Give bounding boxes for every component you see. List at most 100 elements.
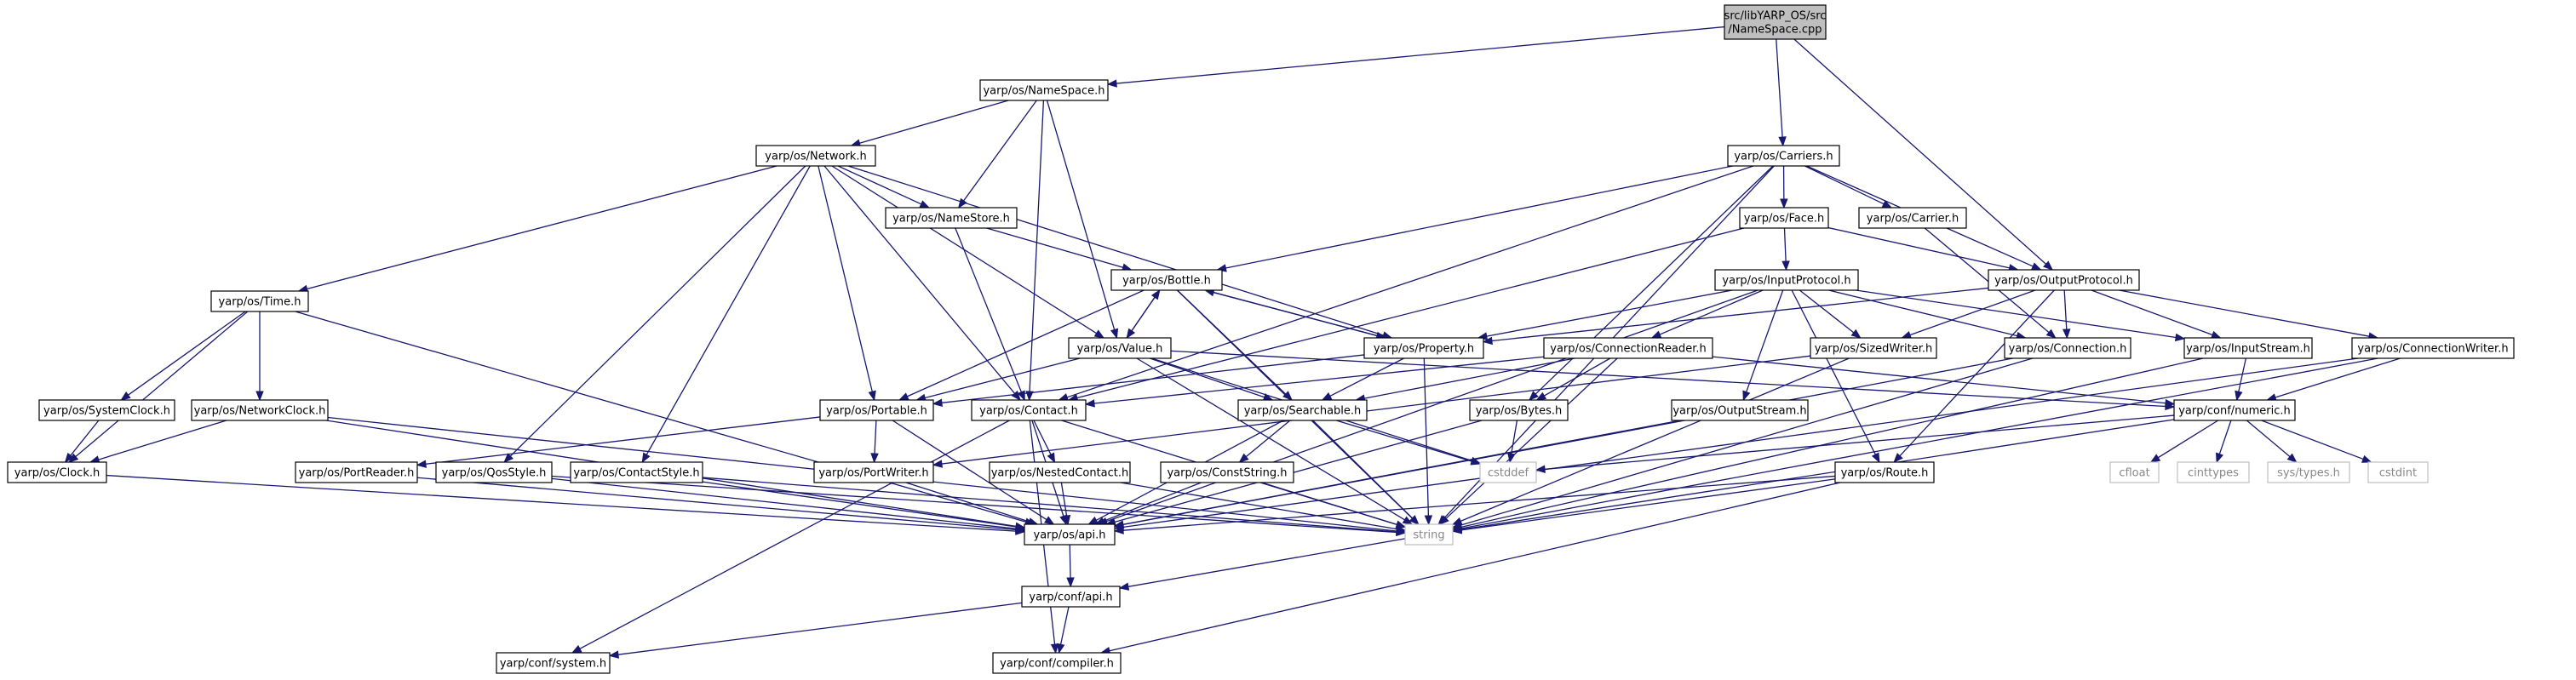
- edge-arrowhead: [1778, 136, 1787, 147]
- node-label: yarp/os/Face.h: [1744, 213, 1825, 226]
- node-NameSpace_h[interactable]: yarp/os/NameSpace.h: [979, 79, 1109, 101]
- edge-arrowhead: [870, 453, 879, 464]
- edge-Value_h-to-Bottle_h: [1126, 289, 1161, 339]
- edge-Value_h-to-string: [1136, 357, 1414, 525]
- edge-line: [1924, 227, 2050, 334]
- edge-line: [1827, 226, 2010, 269]
- edge-arrowhead: [1781, 260, 1790, 271]
- node-Bottle_h[interactable]: yarp/os/Bottle.h: [1110, 269, 1223, 291]
- edge-arrowhead: [1106, 79, 1117, 88]
- edge-line: [1127, 538, 1406, 587]
- edge-line: [1122, 475, 1836, 531]
- node-ConnectionReader_h[interactable]: yarp/os/ConnectionReader.h: [1543, 337, 1713, 359]
- node-label: yarp/os/Network.h: [765, 151, 866, 163]
- node-label: yarp/os/Time.h: [219, 296, 301, 309]
- node-Carriers_h[interactable]: yarp/os/Carriers.h: [1727, 145, 1840, 167]
- edge-Time_h-to-Clock_h: [68, 311, 249, 463]
- edge-root-to-OutputProtocol_h: [1793, 38, 2054, 271]
- edge-arrowhead: [1850, 329, 1862, 339]
- node-SizedWriter_h[interactable]: yarp/os/SizedWriter.h: [1810, 337, 1937, 359]
- node-SystemClock_h[interactable]: yarp/os/SystemClock.h: [38, 399, 175, 421]
- node-ConstString_h[interactable]: yarp/os/ConstString.h: [1160, 461, 1294, 483]
- node-label: yarp/conf/system.h: [500, 658, 606, 671]
- node-Route_h[interactable]: yarp/os/Route.h: [1834, 461, 1935, 483]
- node-PortReader_h[interactable]: yarp/os/PortReader.h: [295, 461, 418, 483]
- node-QosStyle_h[interactable]: yarp/os/QosStyle.h: [435, 461, 553, 483]
- edge-Carriers_h-to-Bytes_h: [1529, 165, 1774, 401]
- node-os_api_h[interactable]: yarp/os/api.h: [1024, 523, 1116, 546]
- edge-arrowhead: [2045, 329, 2057, 339]
- node-Time_h[interactable]: yarp/os/Time.h: [210, 290, 309, 312]
- node-Network_h[interactable]: yarp/os/Network.h: [755, 145, 876, 167]
- node-system_h[interactable]: yarp/conf/system.h: [496, 652, 611, 674]
- edge-arrowhead: [2216, 452, 2223, 464]
- node-box: [885, 207, 1018, 229]
- edge-Searchable_h-to-string: [1312, 420, 1420, 525]
- node-box: [1724, 4, 1827, 40]
- node-InputStream_h[interactable]: yarp/os/InputStream.h: [2183, 337, 2313, 359]
- edge-line: [1793, 38, 2047, 265]
- edge-line: [1122, 357, 2359, 529]
- edge-line: [1046, 100, 1116, 330]
- edge-root-to-Carriers_h: [1776, 38, 1787, 147]
- node-Carrier_h[interactable]: yarp/os/Carrier.h: [1858, 207, 1967, 229]
- edge-line: [1543, 357, 1611, 397]
- node-Connection_h[interactable]: yarp/os/Connection.h: [2004, 337, 2131, 359]
- edge-line: [1225, 165, 1734, 269]
- node-ConnectionWriter_h[interactable]: yarp/os/ConnectionWriter.h: [2351, 337, 2515, 359]
- node-box: [295, 461, 418, 483]
- edge-NameStore_h-to-Contact_h: [955, 227, 1025, 402]
- node-OutputStream_h[interactable]: yarp/os/OutputStream.h: [1671, 399, 1809, 421]
- edge-Clock_h-to-os_api_h: [106, 474, 1026, 535]
- edge-arrowhead: [1118, 582, 1130, 591]
- edge-arrowhead: [1047, 452, 1056, 464]
- node-compiler_h[interactable]: yarp/conf/compiler.h: [992, 652, 1122, 674]
- node-box: [496, 652, 611, 674]
- node-box: [191, 399, 329, 421]
- node-ContactStyle_h[interactable]: yarp/os/ContactStyle.h: [570, 461, 703, 483]
- node-NestedContact_h[interactable]: yarp/os/NestedContact.h: [989, 461, 1131, 483]
- edge-arrowhead: [1402, 516, 1414, 525]
- edge-OutputProtocol_h-to-Property_h: [1482, 287, 1989, 346]
- edge-arrowhead: [1535, 391, 1547, 401]
- edge-arrowhead: [1438, 515, 1449, 525]
- edge-Network_h-to-Contact_h: [823, 165, 1021, 402]
- edge-line: [1544, 414, 2175, 470]
- edge-Network_h-to-QosStyle_h: [503, 165, 806, 463]
- node-root[interactable]: src/libYARP_OS/src/NameSpace.cpp: [1724, 4, 1827, 40]
- node-Bytes_h[interactable]: yarp/os/Bytes.h: [1469, 399, 1569, 421]
- node-numeric_h[interactable]: yarp/conf/numeric.h: [2173, 399, 2296, 421]
- node-Value_h[interactable]: yarp/os/Value.h: [1068, 337, 1172, 359]
- node-box: [971, 399, 1087, 421]
- node-conf_api_h[interactable]: yarp/conf/api.h: [1021, 586, 1121, 608]
- node-Searchable_h[interactable]: yarp/os/Searchable.h: [1237, 399, 1368, 421]
- node-Face_h[interactable]: yarp/os/Face.h: [1739, 207, 1829, 229]
- edge-arrowhead: [1113, 526, 1124, 534]
- node-Portable_h[interactable]: yarp/os/Portable.h: [819, 399, 934, 421]
- edge-line: [1329, 357, 1404, 397]
- edge-line: [955, 227, 1023, 392]
- node-Clock_h[interactable]: yarp/os/Clock.h: [7, 461, 107, 483]
- edge-arrowhead: [1321, 391, 1333, 401]
- edge-line: [2119, 289, 2370, 337]
- edge-NameSpace_h-to-Network_h: [850, 100, 1009, 147]
- node-PortWriter_h[interactable]: yarp/os/PortWriter.h: [813, 461, 934, 483]
- node-NameStore_h[interactable]: yarp/os/NameStore.h: [885, 207, 1018, 229]
- node-InputProtocol_h[interactable]: yarp/os/InputProtocol.h: [1714, 269, 1859, 291]
- node-Contact_h[interactable]: yarp/os/Contact.h: [971, 399, 1087, 421]
- node-box: [1237, 399, 1368, 421]
- edge-line: [617, 602, 1023, 655]
- edge-ConnectionReader_h-to-string: [1438, 357, 1618, 525]
- edge-line: [551, 477, 1017, 529]
- node-OutputProtocol_h[interactable]: yarp/os/OutputProtocol.h: [1988, 269, 2140, 291]
- edge-line: [823, 165, 1016, 394]
- edge-line: [307, 165, 777, 290]
- node-NetworkClock_h[interactable]: yarp/os/NetworkClock.h: [191, 399, 329, 421]
- edge-line: [702, 477, 1397, 533]
- node-Property_h[interactable]: yarp/os/Property.h: [1363, 337, 1484, 359]
- edge-arrowhead: [919, 200, 931, 209]
- node-box: [2177, 461, 2250, 483]
- edge-Carriers_h-to-Bottle_h: [1216, 165, 1734, 272]
- edge-line: [963, 100, 1037, 202]
